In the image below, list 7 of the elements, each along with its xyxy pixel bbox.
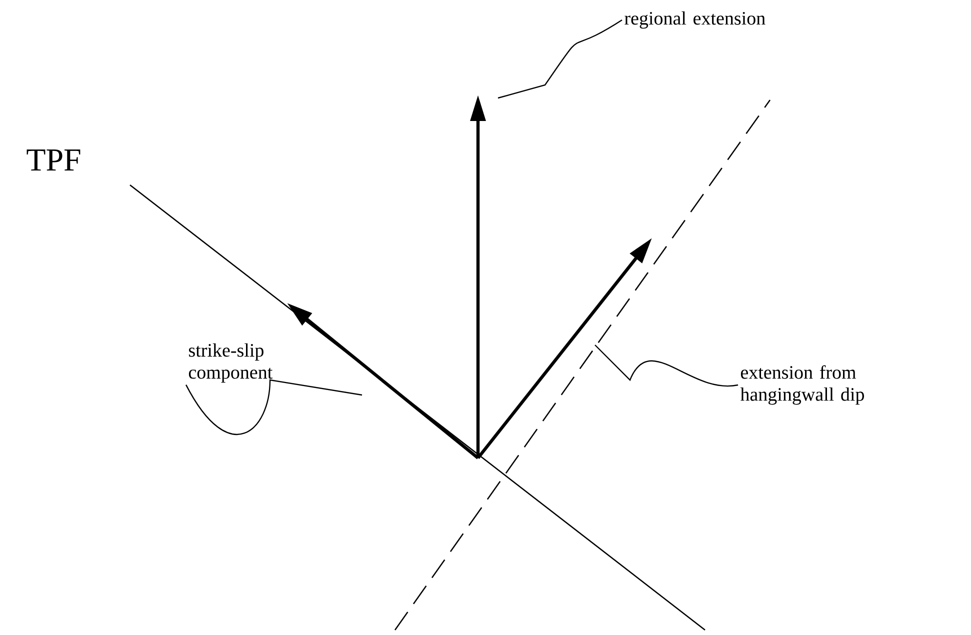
text-label: extension from hangingwall dip [740,365,864,405]
line-label: TPF [26,150,80,170]
text-label: strike-slip component [188,343,273,383]
text-label: regional extension [624,11,766,29]
leader-line [185,379,362,435]
leader-line [594,344,738,387]
leader-line [498,19,622,99]
